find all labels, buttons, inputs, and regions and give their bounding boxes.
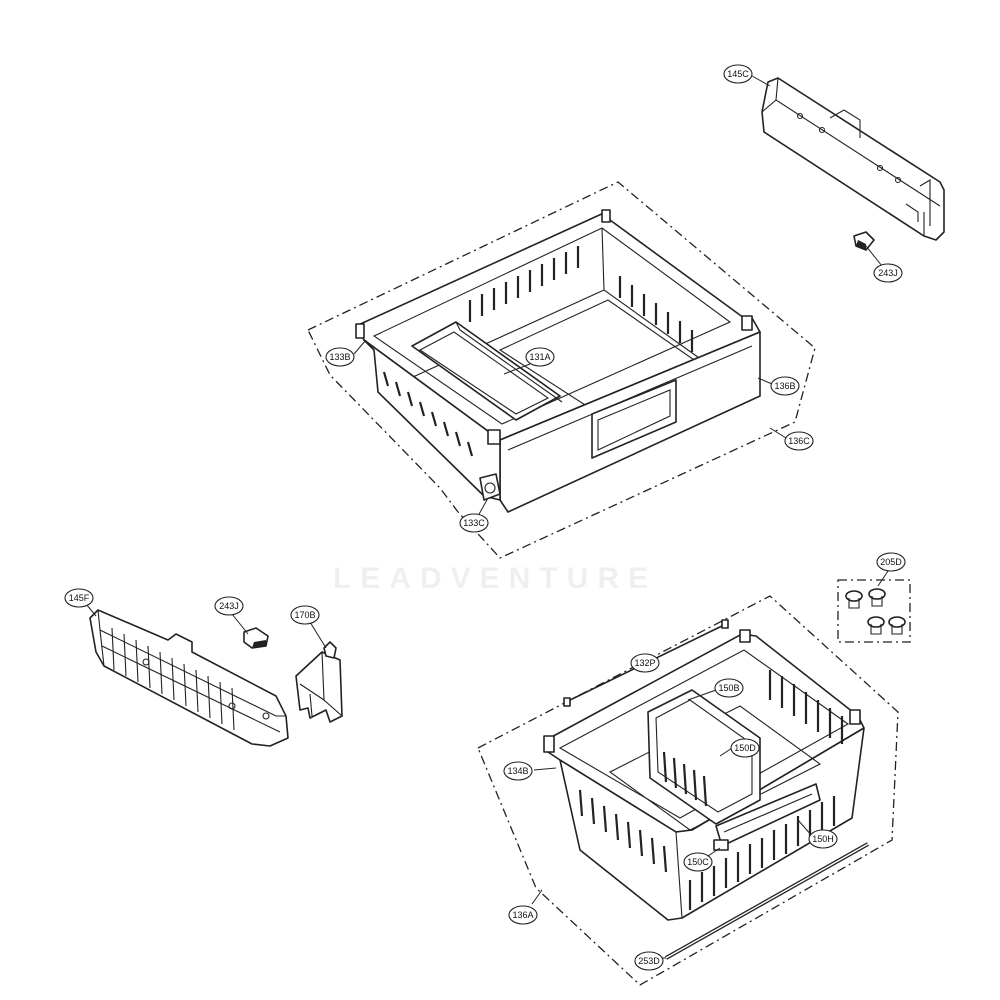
- svg-text:170B: 170B: [294, 610, 315, 620]
- upper-drawer-136b: [355, 209, 761, 513]
- svg-text:134B: 134B: [507, 766, 528, 776]
- svg-text:145C: 145C: [727, 69, 749, 79]
- bin-back-slots: [768, 670, 844, 744]
- screw-kit-box: [837, 579, 911, 643]
- callout-253d: 253D: [634, 951, 664, 971]
- rail-145f: [89, 609, 289, 747]
- assembly-boundary-136c: [307, 181, 816, 559]
- callout-243j-left: 243J: [214, 596, 244, 616]
- callout-136b: 136B: [770, 376, 800, 396]
- clip-243j-left: [243, 627, 269, 649]
- callout-205d: 205D: [876, 552, 906, 572]
- screws-205d: [845, 588, 906, 635]
- svg-text:150D: 150D: [734, 743, 756, 753]
- svg-text:136C: 136C: [788, 436, 810, 446]
- callout-150b: 150B: [714, 678, 744, 698]
- callout-145f: 145F: [64, 588, 94, 608]
- callout-133c: 133C: [459, 513, 489, 533]
- rail-145c: [761, 77, 945, 241]
- callout-136c: 136C: [784, 431, 814, 451]
- svg-text:150H: 150H: [812, 834, 834, 844]
- bracket-170b: [295, 641, 343, 723]
- callout-150c: 150C: [683, 852, 713, 872]
- lower-bin-134b: [543, 629, 865, 921]
- callout-132p: 132P: [630, 653, 660, 673]
- watermark: LEADVENTURE: [333, 562, 657, 595]
- callout-145c: 145C: [723, 64, 753, 84]
- svg-text:150C: 150C: [687, 857, 709, 867]
- rod-253d: [665, 842, 869, 960]
- svg-text:133C: 133C: [463, 518, 485, 528]
- side-wall-slots: [382, 371, 474, 457]
- svg-text:150B: 150B: [718, 683, 739, 693]
- callout-150d: 150D: [730, 738, 760, 758]
- leader-lines: [85, 75, 891, 959]
- callout-133b: 133B: [325, 347, 355, 367]
- svg-text:243J: 243J: [878, 268, 898, 278]
- callout-134b: 134B: [503, 761, 533, 781]
- bin-front-slots: [688, 796, 836, 910]
- svg-text:253D: 253D: [638, 956, 660, 966]
- clip-243j-top: [853, 231, 875, 251]
- svg-text:136A: 136A: [512, 910, 533, 920]
- svg-text:136B: 136B: [774, 381, 795, 391]
- callout-136a: 136A: [508, 905, 538, 925]
- bin-left-slots: [578, 789, 668, 873]
- callout-150h: 150H: [808, 829, 838, 849]
- back-wall-slots: [468, 246, 694, 352]
- callout-243j-top: 243J: [873, 263, 903, 283]
- svg-text:205D: 205D: [880, 557, 902, 567]
- callout-170b: 170B: [290, 605, 320, 625]
- svg-text:131A: 131A: [529, 352, 550, 362]
- svg-text:145F: 145F: [69, 593, 90, 603]
- svg-text:243J: 243J: [219, 601, 239, 611]
- assembly-boundary-lower: [477, 595, 899, 986]
- callout-131a: 131A: [525, 347, 555, 367]
- svg-text:133B: 133B: [329, 352, 350, 362]
- rail-ribs: [101, 627, 281, 733]
- divider-slots: [662, 751, 708, 807]
- svg-text:132P: 132P: [634, 658, 655, 668]
